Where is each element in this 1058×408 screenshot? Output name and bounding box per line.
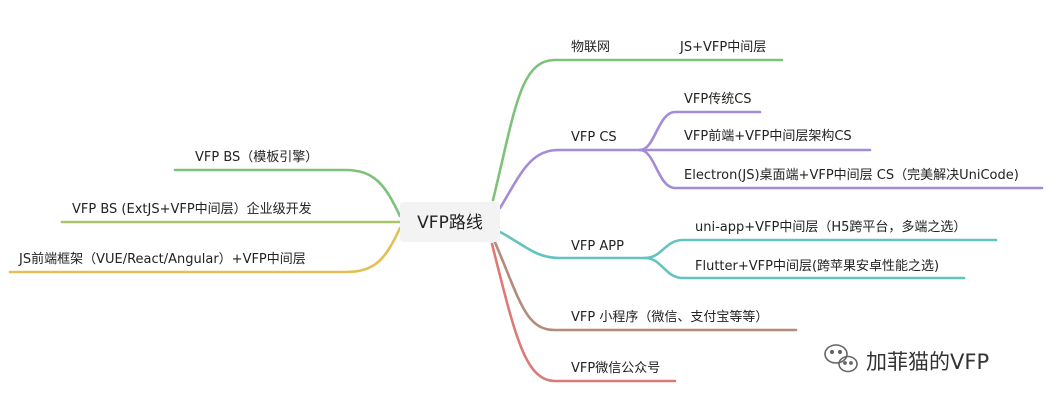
branch-vfp-miniprogram[interactable]: VFP 小程序（微信、支付宝等等）	[571, 309, 768, 325]
node-flutter[interactable]: Flutter+VFP中间层(跨苹果安卓性能之选)	[695, 259, 939, 274]
central-topic: VFP路线	[417, 213, 483, 233]
central-node[interactable]: VFP路线	[400, 202, 500, 242]
wechat-icon	[824, 344, 858, 373]
edge-left-2	[8, 226, 402, 274]
edge-vfp-cs	[498, 148, 642, 210]
node-uniapp[interactable]: uni-app+VFP中间层（H5跨平台，多端之选）	[695, 219, 966, 235]
watermark: 加菲猫的VFP	[824, 344, 989, 374]
branch-vfp-cs[interactable]: VFP CS	[571, 130, 617, 145]
branch-js-frontend-framework[interactable]: JS前端框架（VUE/React/Angular）+VFP中间层	[18, 251, 306, 267]
edge-wechat-official	[490, 242, 677, 383]
branch-vfp-bs-extjs[interactable]: VFP BS (ExtJS+VFP中间层）企业级开发	[72, 201, 312, 217]
edge-left-0	[173, 168, 402, 218]
branch-iot[interactable]: 物联网	[571, 40, 610, 55]
watermark-text: 加菲猫的VFP	[866, 350, 989, 374]
edge-cs-child-2	[638, 148, 1044, 190]
branch-vfp-app[interactable]: VFP APP	[571, 239, 624, 254]
edge-vfp-app	[498, 230, 647, 260]
node-electron-cs[interactable]: Electron(JS)桌面端+VFP中间层 CS（完美解决UniCode)	[684, 168, 1019, 183]
node-js-vfp-middle[interactable]: JS+VFP中间层	[679, 40, 766, 55]
connector-lines	[8, 58, 1044, 383]
node-vfp-traditional-cs[interactable]: VFP传统CS	[684, 92, 752, 107]
branch-vfp-wechat-official[interactable]: VFP微信公众号	[571, 361, 660, 376]
edge-app-child-0	[643, 238, 998, 260]
edge-miniprogram	[492, 238, 798, 332]
edge-cs-child-0	[638, 110, 762, 152]
node-vfp-frontend-middle-cs[interactable]: VFP前端+VFP中间层架构CS	[684, 128, 852, 144]
edge-app-child-1	[643, 256, 966, 280]
branch-vfp-bs-template[interactable]: VFP BS（模板引擎）	[195, 150, 318, 165]
edge-iot	[491, 58, 784, 202]
